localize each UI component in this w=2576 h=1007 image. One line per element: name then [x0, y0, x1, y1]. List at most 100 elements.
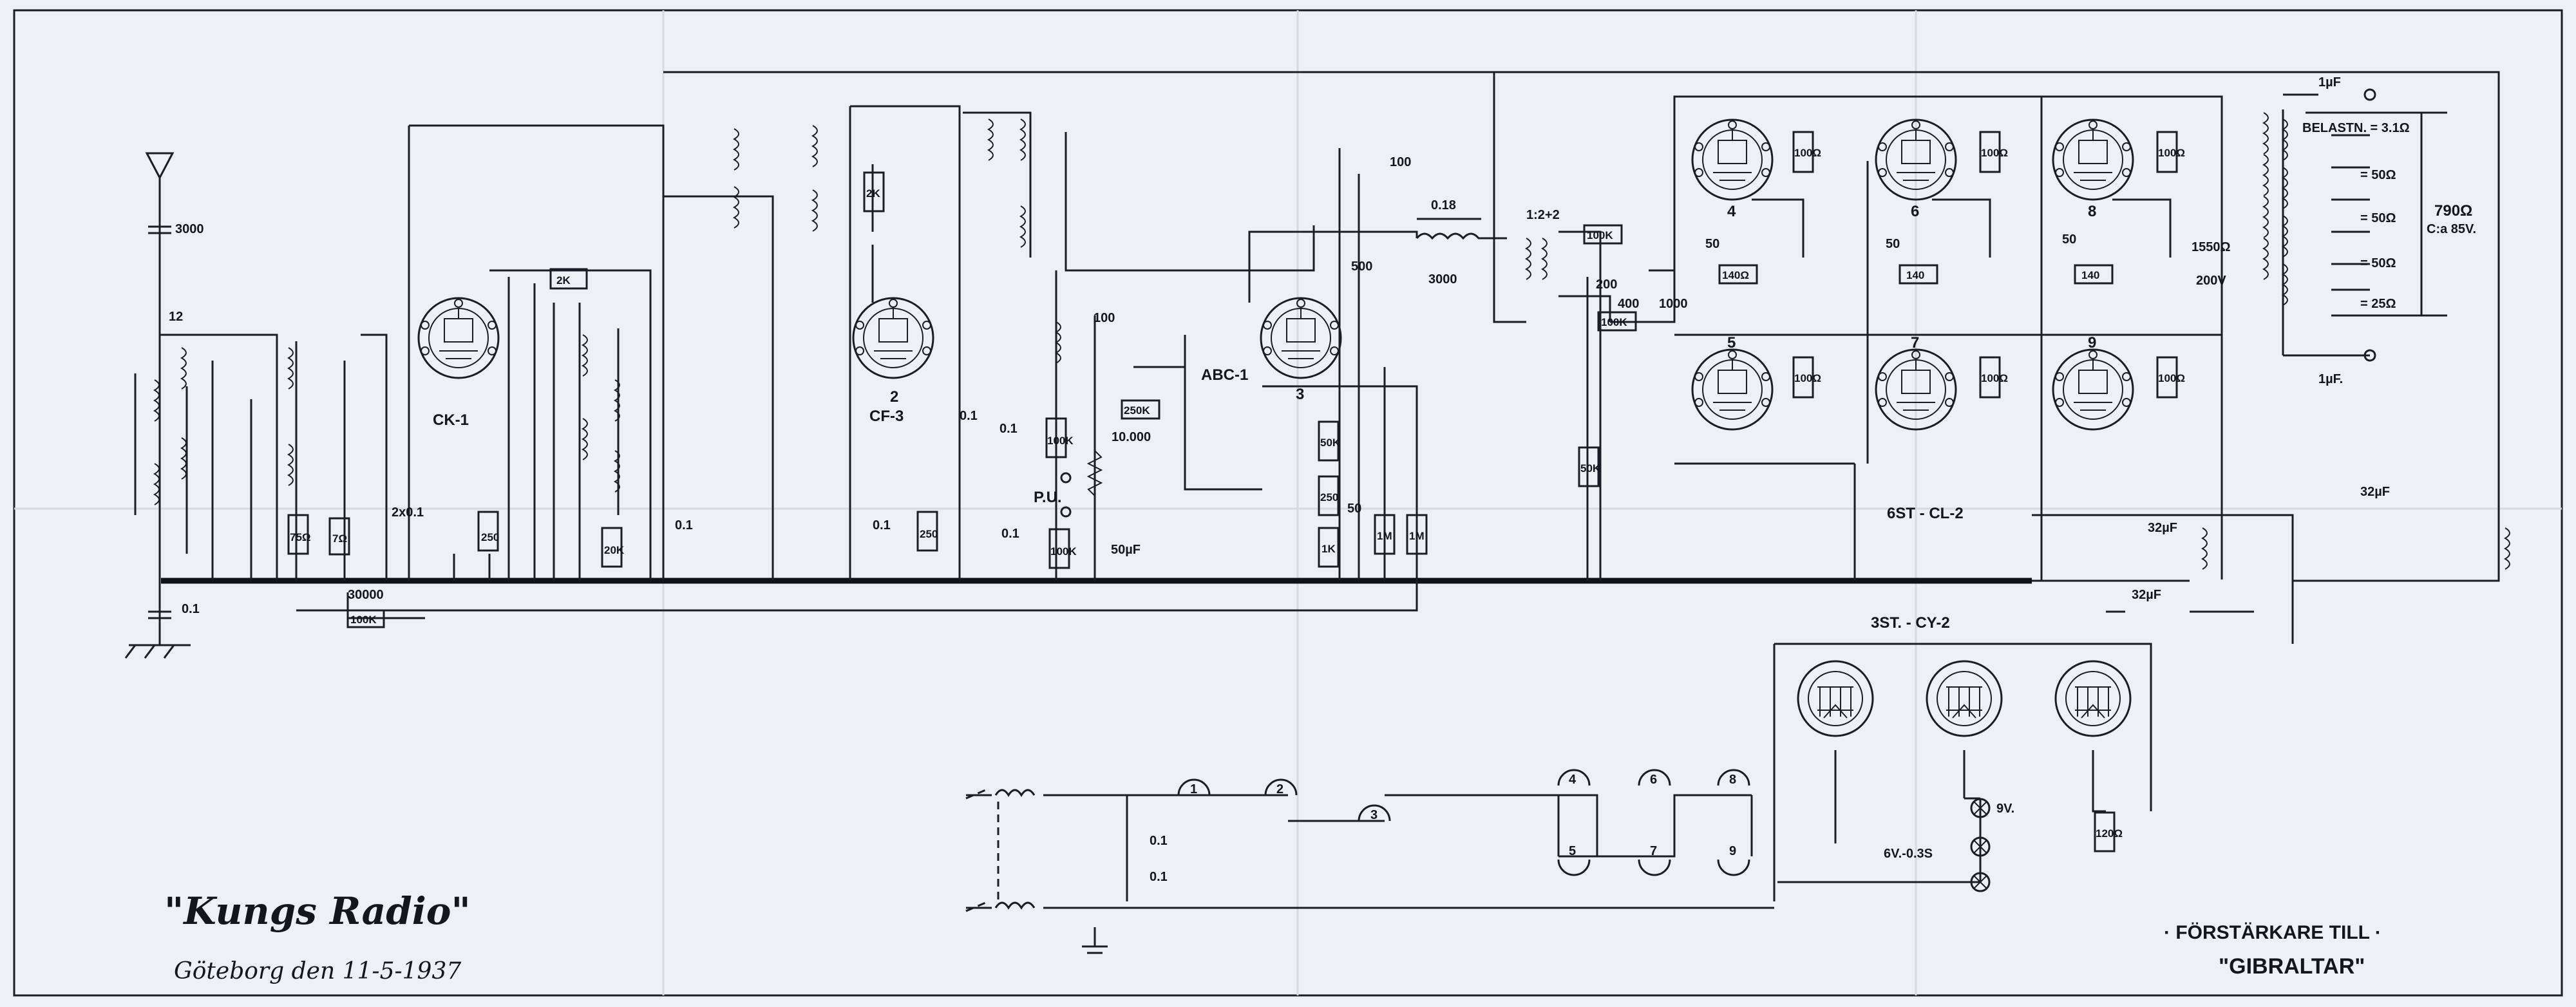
load-50-c: = 50Ω: [2360, 256, 2396, 270]
resistor-2k-b: 2K: [863, 171, 885, 212]
resistor-100-c: 100Ω: [2156, 131, 2185, 173]
stage2-wiring: [663, 71, 2500, 581]
heater-point-8: 8: [1717, 769, 1750, 787]
resistor-250-c: 250: [1318, 475, 1340, 516]
pickup-label: P.U.: [1034, 489, 1062, 506]
heater-point-6: 6: [1638, 769, 1671, 787]
drawing-heading: · FÖRSTÄRKARE TILL ·: [2164, 922, 2382, 943]
input-coil-2: [154, 463, 160, 505]
tube-ck1: [417, 297, 500, 379]
cap-50-d: 50: [2062, 232, 2076, 247]
resistor-100-e: 100Ω: [1979, 356, 2008, 399]
resistor-100-f: 100Ω: [2156, 356, 2185, 399]
load-belastn: BELASTN. = 3.1Ω: [2302, 121, 2410, 135]
load-50-a: = 50Ω: [2360, 168, 2396, 182]
output-wiring: [1674, 95, 2294, 644]
svg-text:140: 140: [2081, 269, 2099, 281]
resistor-120: 120Ω: [2094, 811, 2123, 852]
tube-number-5: 5: [1727, 334, 1736, 352]
tube-number-7: 7: [1911, 334, 1919, 352]
output-transformer-primary: [2263, 112, 2269, 155]
svg-text:1M: 1M: [1409, 530, 1425, 542]
svg-text:2K: 2K: [866, 187, 880, 200]
resistor-100-b: 100Ω: [1979, 131, 2008, 173]
svg-text:250: 250: [481, 531, 499, 543]
input-coil-7: [582, 334, 588, 377]
cap-01-h: 0.1: [1150, 870, 1168, 884]
company-name: "Kungs Radio": [164, 889, 471, 933]
svg-text:100Ω: 100Ω: [1794, 147, 1821, 159]
svg-text:50K: 50K: [1320, 437, 1341, 449]
interstage-coil-secondary: [1542, 238, 1548, 280]
resistor-7: 7Ω: [328, 517, 350, 556]
cap-50-b: 50: [1705, 237, 1719, 251]
speaker-field-coil: [2505, 527, 2510, 570]
svg-text:250: 250: [920, 528, 938, 540]
svg-text:100K: 100K: [1050, 545, 1077, 558]
interstage-coil-primary: [1526, 238, 1531, 280]
svg-text:100Ω: 100Ω: [1981, 147, 2008, 159]
resistor-140-a: 140Ω: [1718, 264, 1758, 285]
stage2-coil-5: [988, 118, 994, 161]
svg-text:3: 3: [1370, 808, 1378, 822]
svg-text:100Ω: 100Ω: [2158, 147, 2185, 159]
svg-text:100Ω: 100Ω: [2158, 372, 2185, 384]
load-c85v: C:a 85V.: [2427, 222, 2476, 236]
dial-lamp-2-icon: [1970, 872, 1991, 892]
svg-text:8: 8: [1729, 773, 1736, 787]
load-790: 790Ω: [2434, 202, 2472, 220]
cap-100-b: 100: [1390, 155, 1411, 169]
resistor-1m-a: 1M: [1374, 514, 1396, 555]
cap-30000: 30000: [348, 588, 384, 602]
resistor-100k-b: 100K: [1045, 417, 1074, 458]
tube-abc1: [1260, 297, 1342, 379]
label-ck1: CK-1: [433, 411, 469, 429]
output-transformer-wiring: [2282, 93, 2447, 357]
label-cy2: 3ST. - CY-2: [1871, 614, 1950, 632]
resistor-100-d: 100Ω: [1792, 356, 1821, 399]
svg-text:7Ω: 7Ω: [332, 532, 347, 545]
input-coil-6: [288, 444, 294, 486]
input-coil-5: [288, 347, 294, 390]
resistor-50k-b: 50K: [1578, 446, 1601, 487]
heater-choke-1: [994, 789, 1036, 797]
svg-text:1: 1: [1190, 782, 1197, 796]
svg-text:140Ω: 140Ω: [1722, 269, 1749, 281]
heater-point-1: 1: [1177, 778, 1211, 796]
stage2-coil-1: [734, 128, 739, 171]
mains-switch[interactable]: [965, 787, 999, 912]
resistor-75: 75Ω: [287, 514, 311, 555]
resistor-140-c: 140: [2074, 264, 2114, 285]
tube-cy2-2: [1926, 660, 2003, 737]
cap-32uf-c: 32µF: [2132, 588, 2161, 602]
cap-2x01: 2x0.1: [392, 505, 424, 520]
cap-32uf-a: 32µF: [2360, 485, 2390, 499]
output-transformer-primary-2: [2263, 154, 2269, 196]
resistor-1k: 1K: [1318, 527, 1340, 568]
ratio-label: 1:2+2: [1526, 208, 1560, 222]
heater-wiring: [966, 794, 1982, 909]
stage2-coil-2: [734, 186, 739, 229]
tube-number-9: 9: [2088, 334, 2096, 352]
svg-text:20K: 20K: [604, 544, 625, 556]
choke-018-label: 0.18: [1431, 198, 1456, 212]
svg-text:100Ω: 100Ω: [1794, 372, 1821, 384]
cap-3000: 3000: [175, 222, 204, 236]
pickup-terminal-2: [1060, 506, 1072, 518]
output-transformer-primary-4: [2263, 238, 2269, 280]
load-25: = 25Ω: [2360, 297, 2396, 311]
stage2-coil-4: [812, 189, 818, 232]
place-date: Göteborg den 11-5-1937: [174, 958, 461, 984]
tube-number-2: 2: [890, 388, 898, 406]
resistor-100k-c: 100K: [1048, 528, 1077, 569]
input-coil-4: [181, 437, 187, 480]
lamp-9v: 9V.: [1996, 802, 2014, 816]
cap-12: 12: [169, 310, 183, 324]
resistor-1m-b: 1M: [1406, 514, 1428, 555]
heater-point-9: 9: [1717, 844, 1750, 876]
resistor-2k-a: 2K: [549, 268, 588, 290]
svg-text:2K: 2K: [556, 274, 571, 287]
svg-text:100Ω: 100Ω: [1981, 372, 2008, 384]
cap-50-c: 50: [1886, 237, 1900, 251]
